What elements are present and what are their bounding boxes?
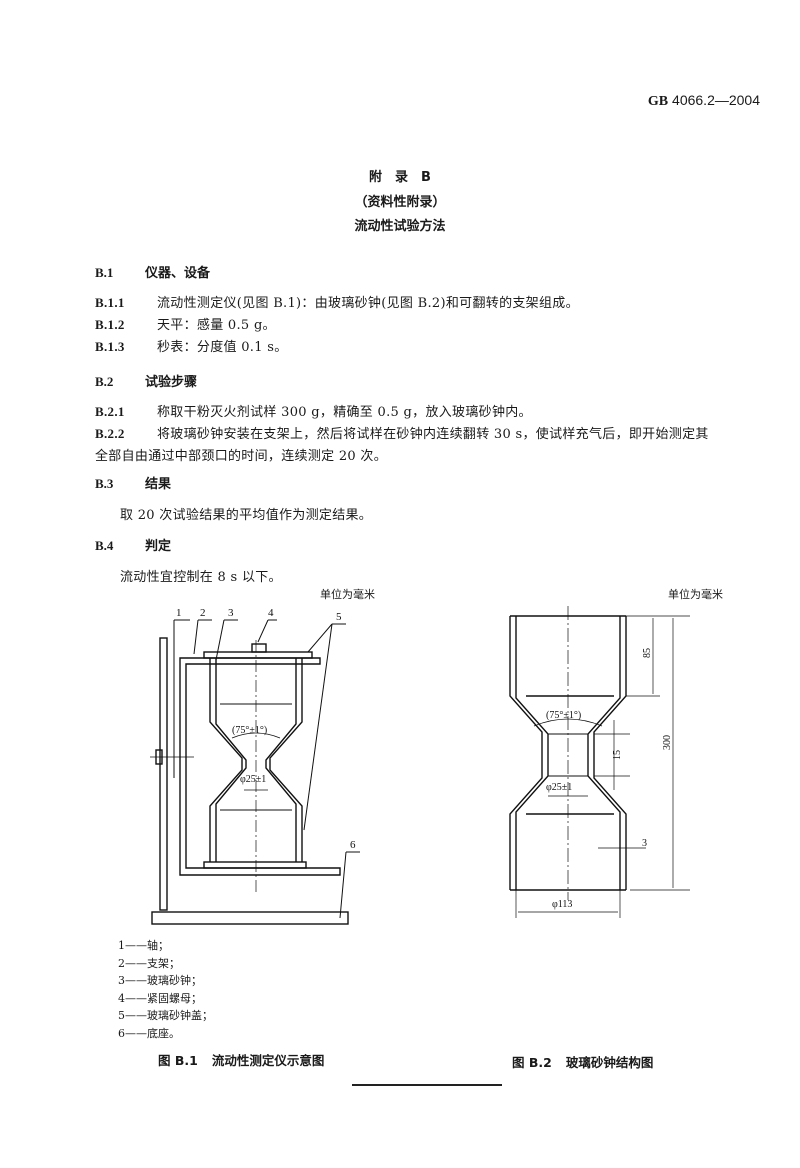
figure-b1-legend: 1——轴； 2——支架； 3——玻璃砂钟； 4——紧固螺母； 5——玻璃砂钟盖；… [118, 937, 213, 1042]
b2-outer-diameter: φ113 [552, 899, 572, 910]
figure-b1-drawing: 1 2 3 4 5 6 (75°±1°) φ25±1 [150, 607, 360, 925]
appendix-title: 附 录 B [369, 170, 431, 185]
callout-5: 5 [336, 611, 342, 623]
figure-b2-drawing: (75°±1°) 85 300 15 φ25±1 3 φ113 [509, 606, 690, 918]
b2-dim-85: 85 [642, 648, 653, 658]
b2-neck-diameter: φ25±1 [546, 782, 572, 793]
figure-b2-unit-note: 单位为毫米 [668, 588, 723, 601]
callout-1: 1 [176, 607, 182, 619]
figure-b1-unit-note: 单位为毫米 [320, 588, 375, 601]
legend-item-5: 5——玻璃砂钟盖； [118, 1009, 213, 1022]
clause-b2-2-continued: 全部自由通过中部颈口的时间，连续测定 20 次。 [95, 449, 388, 464]
b2-dim-300: 300 [662, 735, 673, 750]
legend-item-4: 4——紧固螺母； [118, 991, 202, 1005]
legend-item-6: 6——底座。 [118, 1026, 180, 1040]
b2-dim-15: 15 [612, 750, 623, 760]
appendix-name: 流动性试验方法 [354, 219, 446, 234]
legend-item-2: 2——支架； [118, 956, 180, 970]
b1-diameter-label: φ25±1 [240, 774, 266, 785]
end-rule [352, 1084, 502, 1086]
callout-3: 3 [228, 607, 234, 619]
legend-item-3: 3——玻璃砂钟； [118, 974, 202, 987]
appendix-subtitle: （资料性附录） [354, 195, 446, 210]
callout-4: 4 [268, 607, 274, 619]
standard-code: GB 4066.2—2004 [647, 92, 760, 109]
b2-wall-thickness: 3 [642, 838, 647, 849]
callout-2: 2 [200, 607, 206, 619]
section-b4-body: 流动性宜控制在 8 s 以下。 [120, 570, 282, 585]
section-b3-body: 取 20 次试验结果的平均值作为测定结果。 [120, 508, 373, 523]
b2-angle-label: (75°±1°) [546, 710, 581, 721]
legend-item-1: 1——轴； [118, 939, 169, 952]
b1-angle-label: (75°±1°) [232, 725, 267, 736]
callout-6: 6 [350, 839, 356, 851]
